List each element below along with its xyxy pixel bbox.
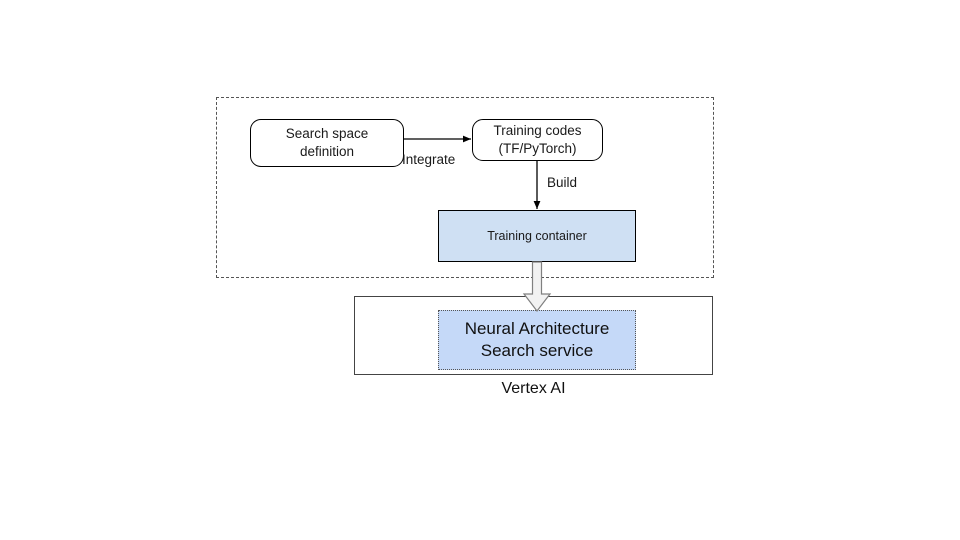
node-training-codes-line2: (TF/PyTorch) <box>498 141 577 156</box>
node-search-space-definition[interactable]: Search space definition <box>250 119 404 167</box>
edge-label-build: Build <box>547 175 578 190</box>
node-training-container-label: Training container <box>487 229 587 243</box>
node-training-codes[interactable]: Training codes (TF/PyTorch) <box>472 119 603 161</box>
node-search-space-definition-line1: Search space <box>285 126 369 142</box>
edge-label-integrate: Integrate <box>402 152 456 167</box>
node-search-space-definition-line2: definition <box>299 144 355 159</box>
node-training-codes-line1: Training codes <box>493 123 582 139</box>
node-nas-line2: Search service <box>480 341 594 360</box>
node-neural-architecture-search-service[interactable]: Neural Architecture Search service <box>438 310 636 370</box>
node-training-container[interactable]: Training container <box>438 210 636 262</box>
node-nas-line1: Neural Architecture <box>464 318 610 338</box>
caption-vertex-ai: Vertex AI <box>501 380 566 397</box>
node-training-codes-label: Training codes (TF/PyTorch) <box>493 122 581 158</box>
user-side-dashed-group <box>216 97 714 278</box>
node-neural-architecture-search-service-label: Neural Architecture Search service <box>465 318 610 362</box>
node-search-space-definition-label: Search space definition <box>286 125 369 161</box>
